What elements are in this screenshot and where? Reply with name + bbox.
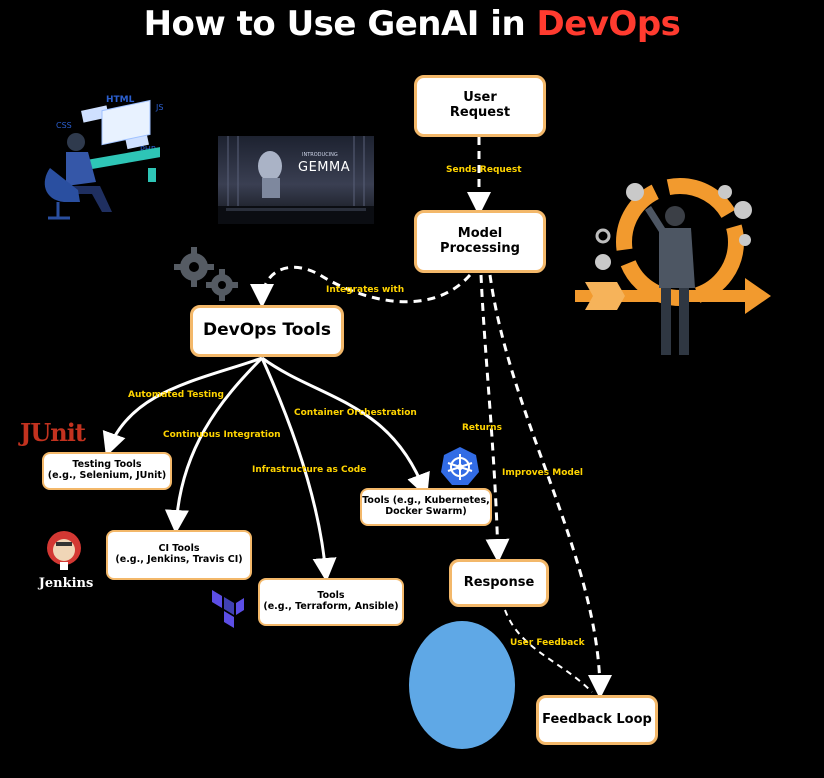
jenkins-butler-icon <box>47 531 81 570</box>
gemma-wordmark: GEMMA <box>298 160 351 175</box>
js-tag: JS <box>155 103 163 112</box>
node-iac-tools: Tools (e.g., Terraform, Ansible) <box>258 578 404 626</box>
arrow-continuous-integration <box>164 356 264 534</box>
label-infrastructure-as-code: Infrastructure as Code <box>252 465 367 475</box>
node-user-request: User Request <box>414 75 546 137</box>
label-continuous-integration: Continuous Integration <box>163 430 281 440</box>
title-accent: DevOps <box>536 4 681 44</box>
css-tag: CSS <box>56 121 72 130</box>
arrow-returns <box>479 274 510 563</box>
arrow-container-orchestration <box>261 356 430 498</box>
title-prefix: How to Use GenAI in <box>143 4 537 44</box>
kubernetes-icon <box>441 447 479 485</box>
gears-icon <box>174 247 238 301</box>
page-title: How to Use GenAI in DevOps <box>0 4 824 44</box>
developer-illustration: HTML CSS JS PHP <box>44 95 163 220</box>
node-feedback-loop: Feedback Loop <box>536 695 658 745</box>
gemma-stage-image: INTRODUCING GEMMA <box>218 136 374 224</box>
arrow-infrastructure-as-code <box>260 357 337 582</box>
arrow-automated-testing <box>102 356 263 457</box>
label-sends-request: Sends Request <box>446 165 522 175</box>
process-improvement-illustration <box>575 178 771 355</box>
node-testing-tools: Testing Tools (e.g., Selenium, JUnit) <box>42 452 172 490</box>
node-devops-tools: DevOps Tools <box>190 305 344 357</box>
arrow-user-feedback <box>504 609 593 693</box>
jenkins-wordmark: Jenkins <box>38 576 94 591</box>
robot-head-icon <box>218 136 374 224</box>
gemma-introducing: INTRODUCING <box>302 152 338 158</box>
blue-blob-shape <box>409 621 515 749</box>
label-container-orchestration: Container Orchestration <box>294 408 417 418</box>
label-user-feedback: User Feedback <box>510 638 585 648</box>
node-ci-tools: CI Tools (e.g., Jenkins, Travis CI) <box>106 530 252 580</box>
node-model-processing: Model Processing <box>414 210 546 273</box>
terraform-icon <box>212 590 244 628</box>
label-improves-model: Improves Model <box>502 468 584 478</box>
arrow-improves-model <box>488 274 612 699</box>
jenkins-logo: Jenkins <box>26 528 106 591</box>
label-returns: Returns <box>462 423 502 433</box>
html-tag: HTML <box>106 95 135 105</box>
junit-logo: JUnit <box>20 418 86 447</box>
label-integrates-with: Integrates with <box>326 285 405 295</box>
label-automated-testing: Automated Testing <box>128 390 224 400</box>
node-container-tools: Tools (e.g., Kubernetes, Docker Swarm) <box>360 488 492 526</box>
arrow-integrates-with <box>250 265 472 308</box>
node-response: Response <box>449 559 549 607</box>
